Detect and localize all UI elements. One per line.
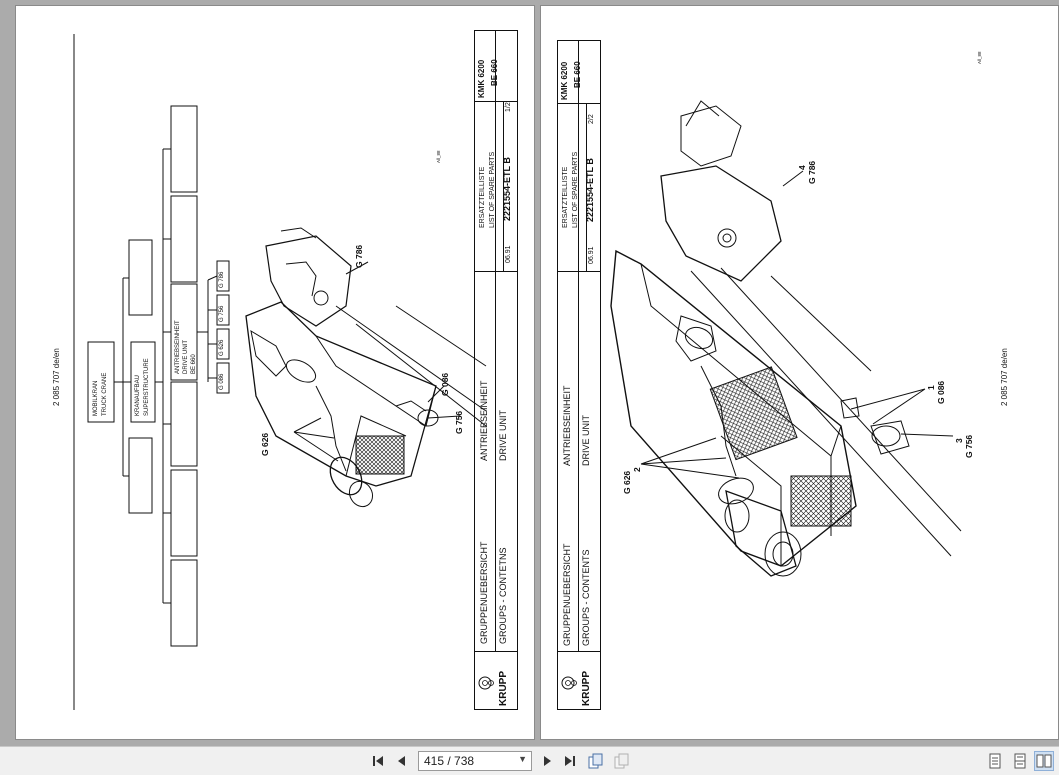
rotate-button[interactable] (586, 751, 606, 771)
callout-3-group: G 756 (964, 434, 974, 458)
callout-g786: G 786 (354, 244, 364, 268)
continuous-page-icon (1014, 753, 1026, 769)
title-block (474, 30, 518, 710)
callout-2-number: 2 (632, 467, 642, 472)
part-number: 2221554-ETL B (502, 157, 512, 221)
page-1: 2 085 707 de/en All_88 MOBILKRAN TRUCK C… (16, 6, 534, 739)
callout-1-group: G 086 (936, 380, 946, 404)
model-number: KMK 6200 (560, 61, 569, 100)
be-number: BE 660 (573, 61, 582, 88)
unit-title-en: DRIVE UNIT (581, 414, 591, 466)
callout-1-number: 1 (926, 385, 936, 390)
callout-3-number: 3 (954, 438, 964, 443)
previous-page-icon (398, 756, 405, 766)
tree-level2-label: KRANAUFBAU SUPERSTRUCTURE (135, 358, 150, 416)
section-title-de: GRUPPENUEBERSICHT (562, 543, 572, 646)
group-chip-g786: G 786 (219, 271, 225, 288)
group-chip-g626: G 626 (219, 339, 225, 356)
list-title-de: ERSATZTEILLISTE (562, 166, 569, 228)
continuous-view-button[interactable] (1010, 751, 1030, 771)
title-block (557, 40, 601, 710)
last-page-button[interactable] (560, 751, 580, 771)
doc-date: 06.91 (588, 246, 595, 264)
model-number: KMK 6200 (477, 59, 486, 98)
two-page-icon (1036, 754, 1052, 768)
tree-root-label: MOBILKRAN TRUCK CRANE (93, 372, 108, 416)
list-title-en: LIST OF SPARE PARTS (572, 151, 579, 228)
section-title-en: GROUPS - CONTENTS (581, 549, 591, 646)
doc-number: 2 085 707 de/en (1000, 348, 1009, 406)
rotate-icon (588, 753, 603, 769)
callout-g626: G 626 (260, 432, 270, 456)
tree-selected-label: ANTRIEBSEINHEIT DRIVE UNIT BE 660 (175, 320, 197, 374)
unit-title-en: DRIVE UNIT (498, 409, 508, 461)
viewer-toolbar: 415 / 738 ▼ (0, 746, 1059, 775)
corner-mark: All_88 (436, 150, 441, 163)
corner-mark: All_88 (977, 51, 982, 64)
first-page-button[interactable] (368, 751, 388, 771)
page-indicator: 415 / 738 (424, 754, 475, 768)
chevron-down-icon: ▼ (518, 754, 527, 764)
two-page-view-button[interactable] (1034, 751, 1054, 771)
unit-title-de: ANTRIEBSEINHEIT (562, 385, 572, 466)
first-page-icon (373, 756, 383, 766)
rotate-alt-button[interactable] (612, 751, 632, 771)
brand-name: KRUPP (581, 670, 592, 706)
section-title-en: GROUPS - CONTETNS (498, 547, 508, 644)
sheet-number: 1/2 (505, 102, 512, 112)
unit-title-de: ANTRIEBSEINHEIT (479, 380, 489, 461)
tree-and-engine-drawing (73, 34, 487, 710)
section-title-de: GRUPPENUEBERSICHT (479, 541, 489, 644)
brand-name: KRUPP (498, 670, 509, 706)
exploded-drive-unit-drawing (610, 100, 962, 577)
part-number: 2221554-ETL B (585, 158, 595, 222)
group-chip-g756: G 756 (219, 305, 225, 322)
single-page-icon (989, 753, 1001, 769)
sheet-number: 2/2 (588, 114, 595, 124)
callout-2-group: G 626 (622, 470, 632, 494)
callout-g756: G 756 (454, 410, 464, 434)
callout-4-group: G 786 (807, 160, 817, 184)
doc-number: 2 085 707 de/en (52, 348, 61, 406)
list-title-de: ERSATZTEILLISTE (479, 166, 486, 228)
next-page-icon (544, 756, 551, 766)
rotate-alt-icon (614, 753, 629, 769)
callout-4-number: 4 (797, 165, 807, 170)
previous-page-button[interactable] (392, 751, 412, 771)
be-number: BE 660 (490, 59, 499, 86)
page-number-select[interactable]: 415 / 738 ▼ (418, 751, 532, 771)
list-title-en: LIST OF SPARE PARTS (489, 151, 496, 228)
group-chip-g086: G 086 (219, 373, 225, 390)
single-page-view-button[interactable] (985, 751, 1005, 771)
last-page-icon (565, 756, 575, 766)
page-2: 2 085 707 de/en All_88 1 G 086 2 G 626 3… (541, 6, 1058, 739)
next-page-button[interactable] (537, 751, 557, 771)
doc-date: 06.91 (505, 245, 512, 263)
callout-g086: G 086 (440, 372, 450, 396)
